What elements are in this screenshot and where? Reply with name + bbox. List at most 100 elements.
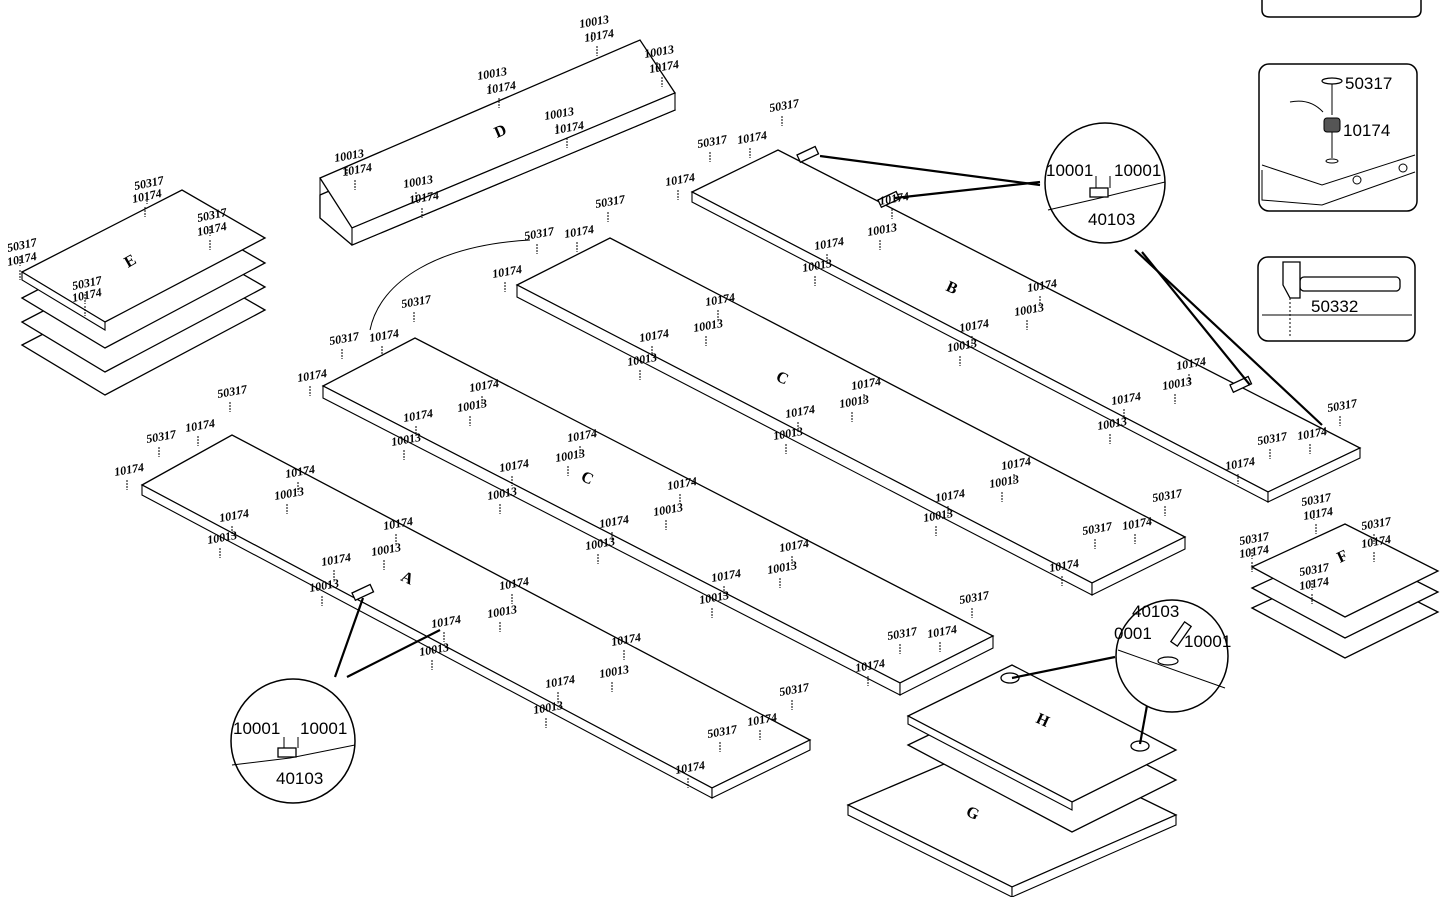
part-label-10013: 10013	[584, 534, 616, 553]
part-label-10174: 10174	[1296, 424, 1328, 443]
part-label-10174: 10174	[664, 170, 696, 189]
part-label-10013: 10013	[476, 64, 508, 83]
part-label-10174: 10174	[468, 376, 500, 395]
part-label-10174: 10174	[71, 285, 103, 305]
part-label-10174: 10174	[284, 462, 316, 481]
callout-br-b: 0001	[1114, 624, 1152, 643]
part-label-50317: 50317	[594, 192, 627, 211]
callout-left-c: 40103	[276, 769, 323, 788]
part-label-10174: 10174	[1000, 454, 1032, 473]
part-label-10174: 10174	[958, 316, 990, 335]
legend-box-top-partial	[1261, 0, 1422, 18]
part-label-10174: 10174	[1360, 532, 1392, 551]
part-label-10013: 10013	[801, 256, 833, 275]
part-label-10174: 10174	[498, 574, 530, 593]
part-label-50317: 50317	[196, 205, 229, 225]
part-label-50317: 50317	[328, 329, 361, 348]
callout-left-a: 10001	[233, 719, 280, 738]
part-label-10174: 10174	[382, 514, 414, 533]
part-label-10013: 10013	[652, 500, 684, 519]
part-label-10174: 10174	[113, 460, 145, 479]
panel-D-stack: D	[319, 39, 676, 246]
part-label-10174: 10174	[131, 186, 163, 206]
part-label-10174: 10174	[341, 160, 373, 179]
part-label-50317: 50317	[706, 722, 739, 741]
legend-box-hammer: 50332	[1257, 256, 1416, 342]
part-label-50317: 50317	[1360, 514, 1393, 533]
part-label-10013: 10013	[206, 528, 238, 547]
part-label-50317: 50317	[1238, 529, 1271, 548]
part-label-10013: 10013	[692, 316, 724, 335]
part-label-10013: 10013	[1161, 374, 1193, 393]
callout-left-b: 10001	[300, 719, 347, 738]
part-label-10174: 10174	[196, 219, 228, 239]
part-label-10174: 10174	[813, 234, 845, 253]
part-label-10013: 10013	[946, 336, 978, 355]
part-label-10174: 10174	[320, 550, 352, 569]
part-label-10174: 10174	[491, 262, 523, 281]
part-label-10174: 10174	[878, 189, 910, 208]
part-label-10013: 10013	[543, 104, 575, 123]
part-label-10174: 10174	[583, 26, 615, 45]
part-label-10174: 10174	[1048, 556, 1080, 575]
part-label-10174: 10174	[553, 118, 585, 137]
part-label-50317: 50317	[1300, 490, 1333, 509]
part-label-10174: 10174	[184, 416, 216, 435]
part-label-10013: 10013	[273, 484, 305, 503]
part-label-50317: 50317	[768, 96, 801, 115]
part-label-10174: 10174	[1298, 574, 1330, 593]
panel-F-stack: F	[1250, 523, 1440, 659]
part-label-50317: 50317	[216, 382, 249, 401]
part-label-10174: 10174	[1302, 504, 1334, 523]
callout-tr-a: 10001	[1046, 161, 1093, 180]
part-label-10013: 10013	[598, 662, 630, 681]
part-label-10174: 10174	[6, 249, 38, 269]
part-label-10174: 10174	[704, 290, 736, 309]
part-label-10174: 10174	[778, 536, 810, 555]
part-label-50317: 50317	[71, 273, 104, 293]
legend-cam-top: 50317	[1345, 74, 1392, 93]
part-label-10174: 10174	[1238, 542, 1270, 561]
part-label-10174: 10174	[926, 622, 958, 641]
callout-top-right: 10001 10001 40103	[1044, 122, 1166, 244]
part-label-10174: 10174	[746, 710, 778, 729]
panel-A: A	[140, 434, 812, 799]
part-label-10174: 10174	[710, 566, 742, 585]
part-label-10174: 10174	[218, 506, 250, 525]
part-label-50317: 50317	[1298, 560, 1331, 579]
connector-curve	[369, 239, 531, 331]
part-label-10013: 10013	[772, 424, 804, 443]
part-label-10174: 10174	[408, 188, 440, 207]
part-label-10013: 10013	[922, 506, 954, 525]
part-label-10013: 10013	[578, 12, 610, 31]
part-label-10174: 10174	[563, 222, 595, 241]
part-label-10174: 10174	[368, 326, 400, 345]
part-label-50317: 50317	[696, 132, 729, 151]
part-label-50317: 50317	[133, 173, 166, 193]
part-label-10013: 10013	[532, 698, 564, 717]
part-label-10174: 10174	[610, 630, 642, 649]
part-label-10174: 10174	[648, 57, 680, 76]
part-label-10013: 10013	[1013, 300, 1045, 319]
legend-box-cam: 50317 10174	[1258, 63, 1418, 212]
part-label-10013: 10013	[643, 42, 675, 61]
part-label-10174: 10174	[566, 426, 598, 445]
part-label-10013: 10013	[554, 446, 586, 465]
part-label-10013: 10013	[333, 146, 365, 165]
part-label-10174: 10174	[544, 672, 576, 691]
part-label-10013: 10013	[1096, 414, 1128, 433]
part-label-10013: 10013	[626, 350, 658, 369]
legend-cam-bottom: 10174	[1343, 121, 1390, 140]
panel-H-stack: H	[906, 664, 1178, 833]
part-label-10174: 10174	[402, 406, 434, 425]
part-label-10174: 10174	[1121, 514, 1153, 533]
part-label-10013: 10013	[308, 576, 340, 595]
callout-tr-b: 10001	[1114, 161, 1161, 180]
part-label-10174: 10174	[934, 486, 966, 505]
part-label-10013: 10013	[486, 484, 518, 503]
part-label-10174: 10174	[1224, 454, 1256, 473]
panel-B: B	[690, 145, 1362, 503]
panel-C-upper: C	[515, 237, 1187, 596]
part-label-10174: 10174	[1175, 354, 1207, 373]
